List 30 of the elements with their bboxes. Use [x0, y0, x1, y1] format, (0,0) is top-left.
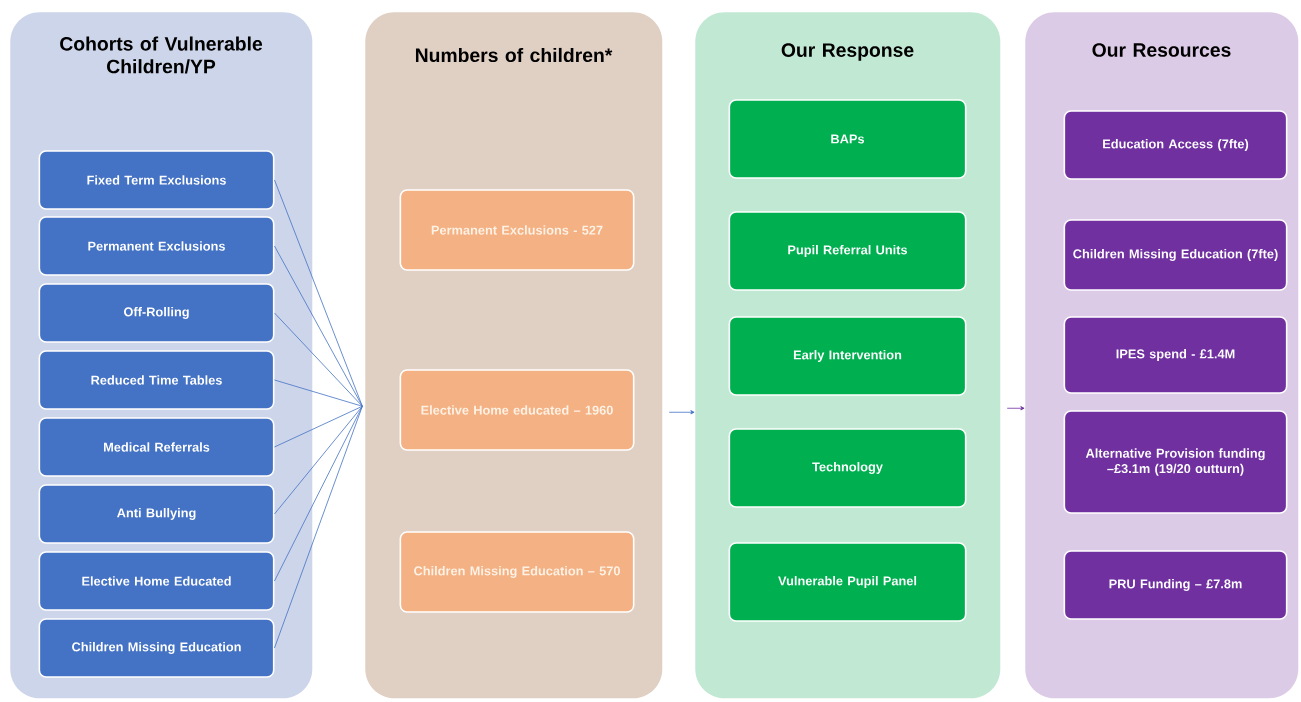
text-box: Medical Referrals: [38, 417, 275, 477]
text-box: Education Access (7fte): [1063, 110, 1288, 180]
text-box: IPES spend - £1.4M: [1063, 316, 1288, 394]
connector-line: [274, 379, 363, 407]
text-box: Children Missing Education: [38, 618, 275, 678]
text-box: Early Intervention: [728, 316, 967, 396]
connector-line: [274, 405, 363, 649]
text-box: Technology: [728, 428, 967, 508]
text-box: Pupil Referral Units: [728, 211, 967, 291]
text-box: Alternative Provision funding –£3.1m (19/20 outturn): [1063, 410, 1288, 514]
text-box: PRU Funding – £7.8m: [1063, 550, 1288, 620]
connector-line: [274, 405, 363, 582]
text-box: Fixed Term Exclusions: [38, 150, 275, 210]
connector-line: [274, 245, 363, 407]
text-box: Off-Rolling: [38, 283, 275, 343]
connector-line: [274, 405, 363, 515]
text-box: Vulnerable Pupil Panel: [728, 542, 967, 622]
text-box: BAPs: [728, 99, 967, 179]
text-box: Children Missing Education – 570: [399, 531, 635, 613]
text-box: Elective Home Educated: [38, 551, 275, 611]
text-box: Permanent Exclusions - 527: [399, 189, 635, 271]
text-box: Reduced Time Tables: [38, 350, 275, 410]
connector-line: [274, 405, 363, 448]
text-box: Permanent Exclusions: [38, 216, 275, 276]
connector-line: [1006, 406, 1025, 411]
connector-line: [668, 410, 695, 415]
text-box: Anti Bullying: [38, 484, 275, 544]
text-box: Children Missing Education (7fte): [1063, 219, 1288, 291]
text-box: Elective Home educated – 1960: [399, 369, 635, 451]
connector-line: [274, 312, 363, 407]
